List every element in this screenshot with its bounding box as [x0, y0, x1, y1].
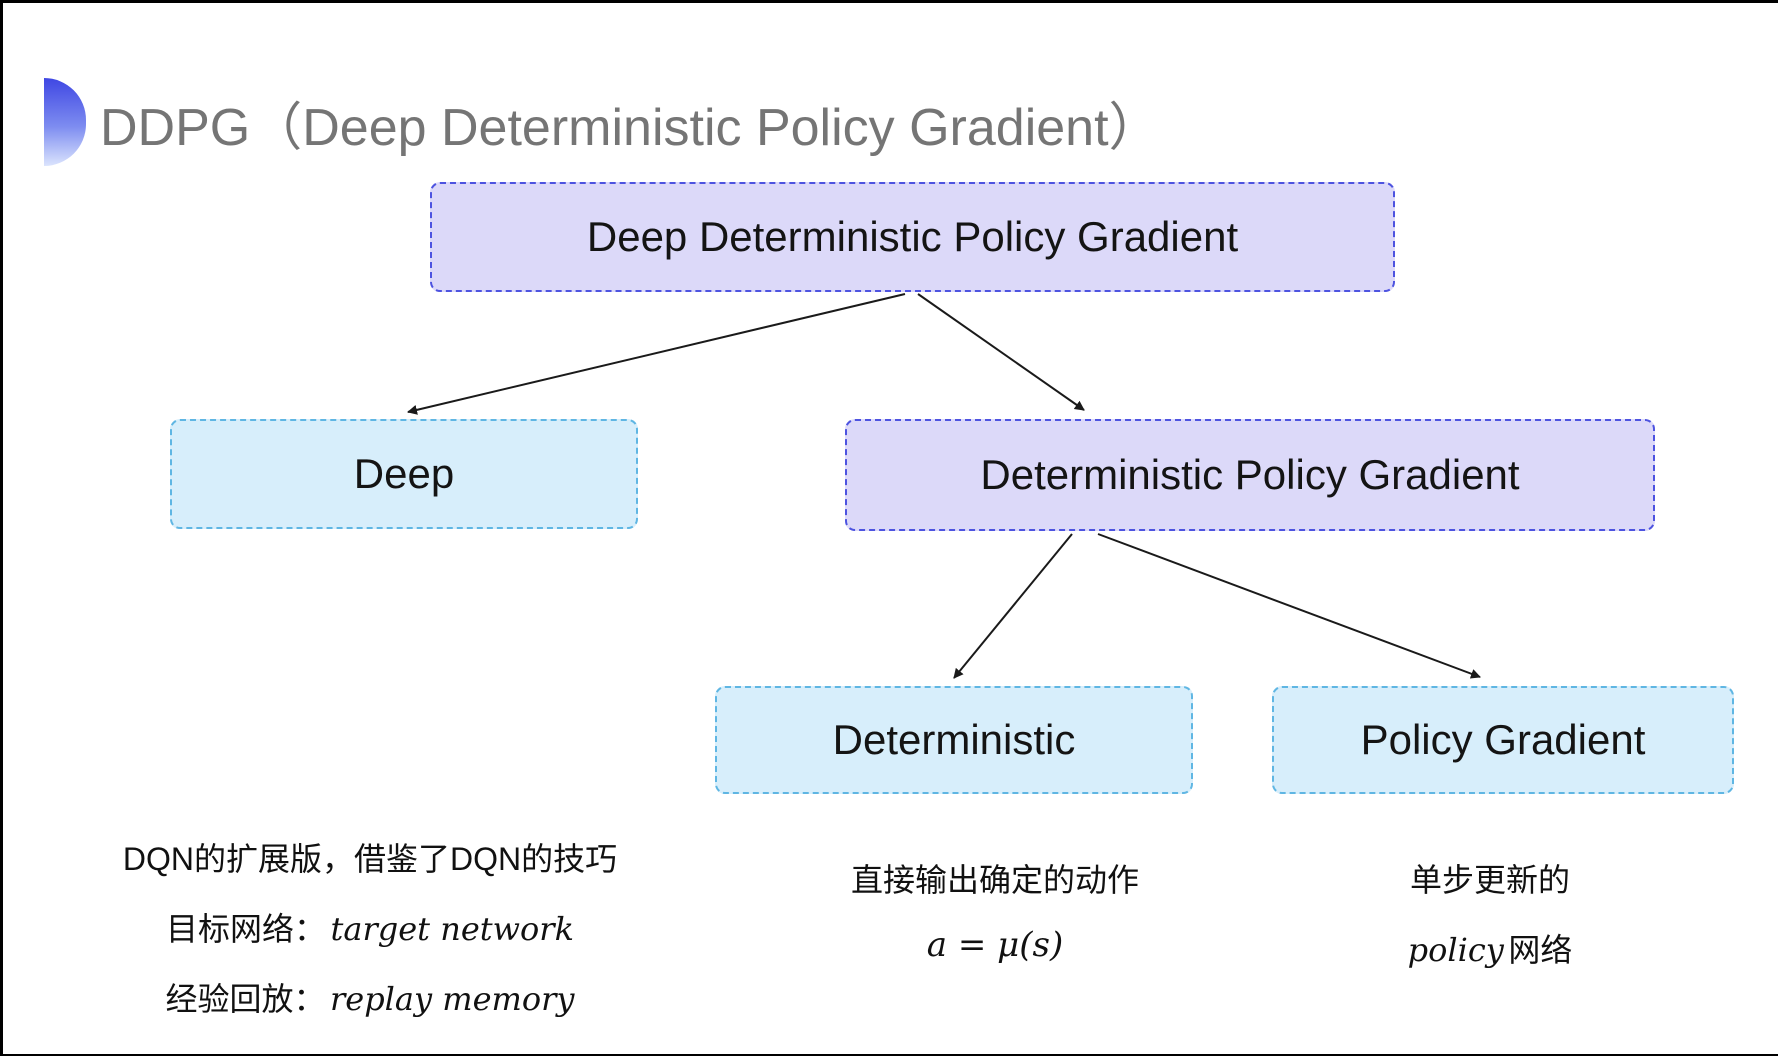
node-label: Deterministic: [832, 716, 1076, 763]
policy-term: policy: [1407, 931, 1504, 969]
edge-root-dpg: [917, 293, 1085, 411]
note-line: 直接输出确定的动作: [850, 862, 1139, 898]
edge-root-deep: [407, 293, 906, 415]
edge-dpg-deterministic: [953, 533, 1073, 679]
note-line: 经验回放： replay memory: [120, 974, 620, 1020]
page-title: DDPG（Deep Deterministic Policy Gradient）: [100, 98, 1161, 157]
note-line: DQN的扩展版，借鉴了DQN的技巧: [122, 841, 618, 877]
node-label: Deep: [353, 450, 455, 497]
replay-memory-label: 经验回放：: [165, 981, 326, 1017]
node-deterministic: Deterministic: [715, 686, 1193, 794]
network-label: 网络: [1508, 932, 1573, 968]
note-line: 单步更新的: [1409, 862, 1570, 898]
node-label: Deep Deterministic Policy Gradient: [586, 213, 1239, 260]
window-left-edge: [0, 0, 3, 1056]
slide-header: DDPG（Deep Deterministic Policy Gradient）: [44, 78, 1161, 166]
node-policy-gradient: Policy Gradient: [1272, 686, 1734, 794]
window-bottom-edge: [0, 1054, 1778, 1056]
node-label: Policy Gradient: [1360, 716, 1646, 763]
formula-a-mu-s: a = μ(s): [926, 925, 1064, 965]
note-line: 目标网络： target network: [120, 904, 620, 950]
window-top-edge: [0, 0, 1778, 3]
target-network-term: target network: [330, 910, 574, 948]
node-deep: Deep: [170, 419, 638, 529]
node-label: Deterministic Policy Gradient: [980, 451, 1520, 498]
half-circle-bullet-icon: [44, 78, 86, 166]
edge-dpg-policy-gradient: [1097, 533, 1481, 679]
node-deterministic-policy-gradient: Deterministic Policy Gradient: [845, 419, 1655, 531]
note-dqn-extension: DQN的扩展版，借鉴了DQN的技巧 目标网络： target network 经…: [120, 834, 620, 1044]
replay-memory-term: replay memory: [329, 980, 575, 1018]
note-line: policy 网络: [1290, 925, 1690, 971]
node-deep-deterministic-policy-gradient: Deep Deterministic Policy Gradient: [430, 182, 1395, 292]
note-deterministic-action: 直接输出确定的动作 a = μ(s): [795, 855, 1195, 989]
note-policy-network: 单步更新的 policy 网络: [1290, 855, 1690, 995]
target-network-label: 目标网络：: [166, 911, 327, 947]
